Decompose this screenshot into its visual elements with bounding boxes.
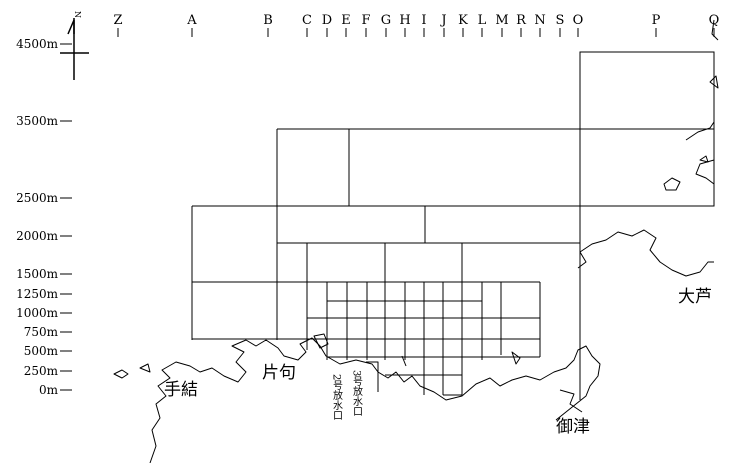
row-labels: 4500m 3500m 2500m 2000m 1500m 1250m 1000m 750m 5… <box>16 37 72 397</box>
outlet-label-2: 2号放水口 <box>331 374 343 420</box>
column-label-h: H <box>399 13 410 28</box>
row-label-750m: 750m <box>24 325 59 339</box>
column-label-d: D <box>322 13 332 28</box>
outlet-label-3: 3号放水口 <box>351 370 363 416</box>
north-arrow-icon: N <box>60 11 89 80</box>
column-label-b: B <box>263 13 273 28</box>
north-label: N <box>73 11 82 18</box>
row-label-1250m: 1250m <box>16 287 59 301</box>
column-label-g: G <box>381 13 391 28</box>
column-label-r: R <box>516 13 527 28</box>
place-label-oashi: 大芦 <box>678 287 712 307</box>
place-label-katami: 片句 <box>262 363 296 383</box>
row-label-1000m: 1000m <box>16 306 59 320</box>
column-label-s: S <box>556 13 565 28</box>
row-label-1500m: 1500m <box>16 267 59 281</box>
column-label-k: K <box>458 13 468 28</box>
column-label-p: P <box>652 13 661 28</box>
row-label-500m: 500m <box>24 344 59 358</box>
coastline <box>113 19 719 463</box>
column-label-l: L <box>478 13 487 28</box>
place-label-teyui: 手結 <box>164 380 198 400</box>
column-label-o: O <box>573 13 584 28</box>
column-label-j: J <box>439 13 446 28</box>
row-label-250m: 250m <box>24 364 59 378</box>
place-label-mitsu: 御津 <box>556 417 590 437</box>
column-label-c: C <box>302 13 312 28</box>
column-label-n: N <box>534 13 545 28</box>
row-label-0m: 0m <box>39 383 59 397</box>
column-label-m: M <box>495 13 508 28</box>
row-label-4500m: 4500m <box>16 37 59 51</box>
column-label-z: Z <box>113 13 122 28</box>
column-label-a: A <box>186 13 197 28</box>
survey-grid <box>191 51 715 400</box>
column-label-e: E <box>341 13 351 28</box>
row-label-3500m: 3500m <box>16 114 59 128</box>
row-label-2000m: 2000m <box>16 229 59 243</box>
column-label-i: I <box>421 13 426 28</box>
row-label-2500m: 2500m <box>16 191 59 205</box>
column-label-f: F <box>361 13 370 28</box>
